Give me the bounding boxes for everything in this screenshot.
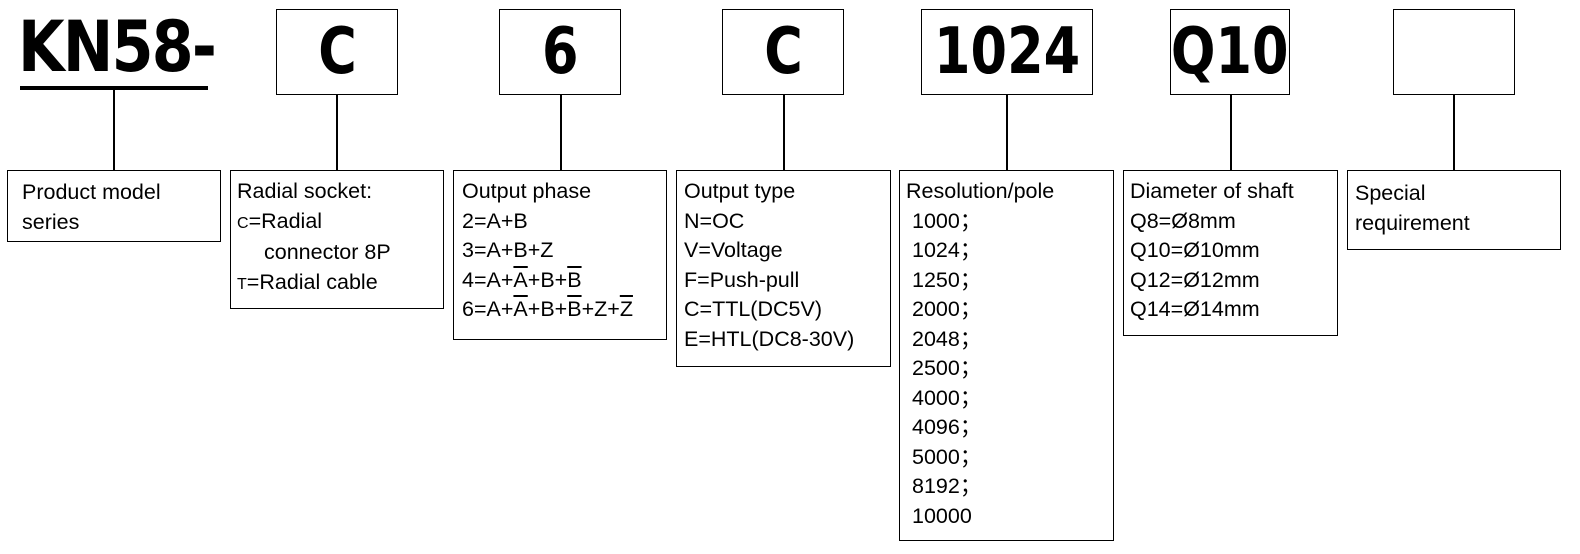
code-output: C: [763, 15, 803, 89]
output-option-e: E=HTL(DC8-30V): [684, 326, 855, 351]
phase-option-2: 2=A+B: [462, 208, 528, 233]
desc-box-model: Product model series: [7, 170, 221, 242]
resolution-value: 1024；: [912, 238, 982, 262]
socket-option-c: C=Radial: [237, 207, 435, 239]
phase6-part-1: 6=A+: [462, 297, 514, 321]
code-box-phase: 6: [499, 9, 621, 95]
phase4-part-1: 4=A+: [462, 267, 514, 292]
socket-c-text: =Radial: [248, 208, 323, 233]
desc-box-socket: Radial socket: C=Radial connector 8P T=R…: [230, 170, 444, 309]
model-prefix: KN58-: [18, 6, 217, 88]
socket-c-letter: C: [237, 214, 249, 232]
resolution-value: 4000；: [912, 385, 982, 410]
output-option-f: F=Push-pull: [684, 267, 800, 292]
code-box-socket: C: [276, 9, 398, 95]
connector-line-phase: [560, 95, 562, 171]
code-shaft: Q10: [1171, 15, 1289, 89]
resolution-title: Resolution/pole: [906, 179, 1055, 203]
resolution-value: 4096；: [912, 415, 982, 439]
shaft-option-q10: Q10=Ø10mm: [1130, 238, 1260, 262]
connector-line-model: [113, 90, 115, 171]
socket-option-t: T=Radial cable: [237, 268, 435, 300]
prefix-underline: [20, 86, 208, 90]
code-box-shaft: Q10: [1170, 9, 1290, 95]
socket-t-letter: T: [237, 275, 247, 293]
desc-box-shaft: Diameter of shaft Q8=Ø8mm Q10=Ø10mm Q12=…: [1123, 170, 1338, 336]
special-line-2: requirement: [1355, 210, 1470, 235]
phase-option-3: 3=A+B+Z: [462, 238, 554, 262]
phase4-b-bar: B: [567, 267, 582, 292]
connector-line-output: [783, 95, 785, 171]
phase6-part-2: +B+: [527, 297, 568, 321]
code-box-special: [1393, 9, 1515, 95]
shaft-title: Diameter of shaft: [1130, 179, 1294, 203]
resolution-value: 1250；: [912, 267, 982, 292]
connector-line-shaft: [1230, 95, 1232, 171]
resolution-value: 1000；: [912, 208, 982, 233]
special-line-1: Special: [1355, 181, 1426, 205]
resolution-value: 2500；: [912, 356, 982, 380]
desc-box-special: Special requirement: [1347, 170, 1561, 250]
model-line-2: series: [22, 210, 80, 234]
shaft-option-q14: Q14=Ø14mm: [1130, 297, 1260, 321]
resolution-value: 10000: [912, 503, 972, 528]
phase-title: Output phase: [462, 179, 592, 203]
socket-c-continued: connector 8P: [264, 240, 391, 264]
connector-line-resolution: [1006, 95, 1008, 171]
resolution-value: 2000；: [912, 297, 982, 321]
phase-option-4: 4=A+A+B+B: [462, 266, 658, 296]
desc-box-phase: Output phase 2=A+B 3=A+B+Z 4=A+A+B+B 6=A…: [453, 170, 667, 340]
desc-box-output: Output type N=OC V=Voltage F=Push-pull C…: [676, 170, 891, 367]
output-option-n: N=OC: [684, 208, 745, 233]
code-phase: 6: [541, 15, 579, 89]
desc-box-resolution: Resolution/pole 1000； 1024； 1250； 2000； …: [899, 170, 1114, 541]
phase6-b-bar: B: [567, 297, 582, 321]
resolution-value: 2048；: [912, 326, 982, 351]
resolution-value: 8192；: [912, 474, 982, 498]
phase6-a-bar: A: [513, 297, 528, 321]
socket-t-text: =Radial cable: [246, 269, 378, 294]
shaft-option-q12: Q12=Ø12mm: [1130, 267, 1260, 292]
phase4-a-bar: A: [513, 267, 528, 292]
code-socket: C: [317, 15, 357, 89]
output-option-c: C=TTL(DC5V): [684, 297, 822, 321]
shaft-option-q8: Q8=Ø8mm: [1130, 208, 1236, 233]
code-resolution: 1024: [933, 15, 1081, 89]
phase6-z-bar: Z: [619, 297, 633, 321]
code-box-output: C: [722, 9, 844, 95]
output-option-v: V=Voltage: [684, 238, 783, 262]
phase4-part-2: +B+: [527, 267, 568, 292]
output-title: Output type: [684, 179, 796, 203]
model-line-1: Product model: [22, 180, 161, 204]
resolution-value: 5000；: [912, 444, 982, 469]
phase6-part-3: +Z+: [581, 297, 620, 321]
connector-line-socket: [336, 95, 338, 171]
phase-option-6: 6=A+A+B+B+Z+Z: [462, 295, 658, 325]
code-box-resolution: 1024: [921, 9, 1093, 95]
socket-title: Radial socket:: [237, 179, 373, 203]
connector-line-special: [1453, 95, 1455, 171]
